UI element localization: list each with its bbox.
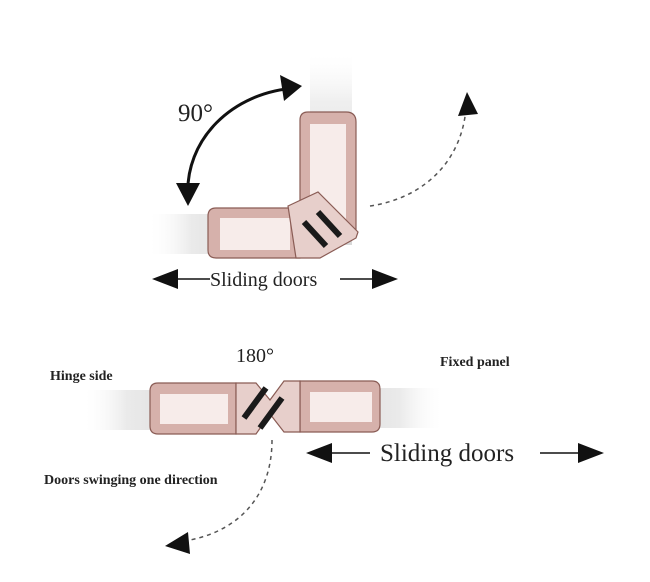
magnet-strip-a bbox=[301, 219, 329, 249]
arrowhead-sliding-right bbox=[372, 269, 398, 289]
seal-inner-horizontal bbox=[220, 218, 290, 250]
sliding-label-top: Sliding doors bbox=[210, 269, 317, 291]
angle-label-180: 180° bbox=[236, 345, 274, 367]
rotation-arrow-90 bbox=[186, 86, 297, 199]
arrowhead-bottom bbox=[176, 183, 200, 206]
arrowhead-sliding-left-bottom bbox=[306, 443, 332, 463]
bottom-180-diagram: 180° Hinge side Fixed panel Sliding door… bbox=[44, 345, 604, 554]
arrowhead-swing bbox=[458, 92, 478, 116]
swing-arrow-dashed-bottom bbox=[189, 439, 273, 541]
fixed-panel-label: Fixed panel bbox=[440, 355, 510, 370]
arrowhead-sliding-right-bottom bbox=[578, 443, 604, 463]
top-90-diagram: 90° Sliding doors bbox=[150, 55, 478, 291]
arrowhead-sliding-left bbox=[152, 269, 178, 289]
angle-label-90: 90° bbox=[178, 100, 213, 127]
seal-center-hinge bbox=[235, 380, 301, 435]
hinge-side-label: Hinge side bbox=[50, 369, 113, 384]
swing-direction-label: Doors swinging one direction bbox=[44, 473, 218, 488]
magnet-strip-d bbox=[257, 396, 285, 430]
sliding-label-bottom: Sliding doors bbox=[380, 440, 514, 467]
arrowhead-swing-bottom bbox=[165, 532, 190, 554]
swing-arrow-dashed bbox=[369, 107, 467, 207]
arrowhead-top bbox=[280, 75, 302, 101]
magnet-strip-b bbox=[315, 209, 343, 239]
magnet-strip-c bbox=[241, 386, 269, 420]
seal-inner-left bbox=[160, 394, 228, 424]
seal-inner-right bbox=[310, 392, 372, 422]
seal-corner-45 bbox=[287, 191, 359, 259]
